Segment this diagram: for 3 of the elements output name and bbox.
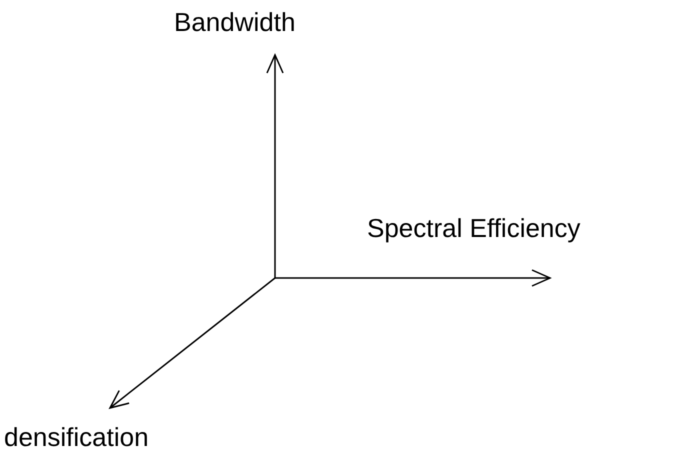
axis-label: Spectral Efficiency [367, 212, 580, 244]
axis-label: Bandwidth [174, 6, 296, 38]
axis-label: densification [4, 421, 149, 453]
